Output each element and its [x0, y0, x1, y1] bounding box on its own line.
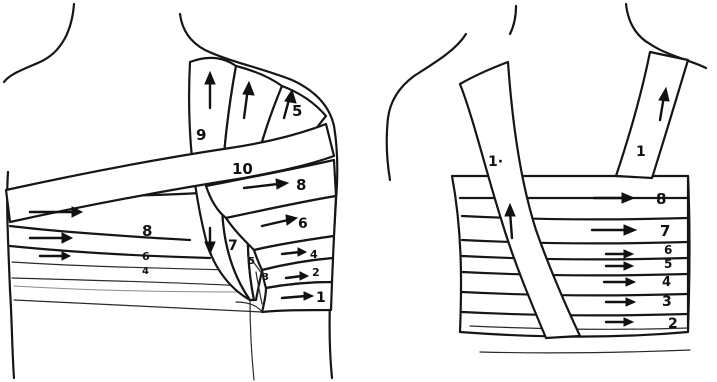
- neck-outline-left: [4, 4, 74, 82]
- chest-band-line-5: [12, 278, 246, 286]
- front-label-8-right: 8: [296, 176, 306, 194]
- back-label-6: 6: [664, 243, 672, 257]
- back-label-5: 5: [664, 257, 672, 271]
- front-view-figure: 9 10 5 8 8 6 6 4 7 4 5 2 3 1: [4, 4, 337, 380]
- lower-chest-line: [14, 300, 262, 312]
- front-label-3: 3: [262, 272, 269, 283]
- chest-band-line-4: [12, 262, 230, 270]
- back-view-figure: 1 1· 8 7 6 5 4 3 2: [387, 4, 706, 353]
- front-label-2: 2: [312, 266, 320, 279]
- front-label-4: 4: [310, 248, 318, 261]
- back-label-7: 7: [660, 222, 670, 240]
- back-label-4: 4: [662, 275, 671, 290]
- back-label-8: 8: [656, 190, 666, 208]
- back-label-1-diagonal: 1·: [488, 154, 503, 170]
- chest-band-line-6: [14, 286, 240, 292]
- front-label-1: 1: [316, 290, 326, 306]
- back-label-2: 2: [668, 316, 678, 332]
- back-label-3: 3: [662, 294, 672, 310]
- front-label-5-top: 5: [292, 102, 302, 120]
- back-label-1-strap: 1: [636, 144, 646, 160]
- front-label-10: 10: [232, 160, 253, 178]
- front-label-6-left: 6: [142, 250, 150, 263]
- shoulder-strap-right: [616, 52, 688, 178]
- front-label-7: 7: [228, 238, 238, 254]
- front-label-8-left: 8: [142, 222, 152, 240]
- front-label-6-right: 6: [298, 216, 308, 232]
- front-label-5: 5: [248, 256, 255, 267]
- back-lower-curve: [480, 350, 690, 353]
- front-label-4-left: 4: [142, 266, 149, 277]
- back-neck-left: [387, 34, 466, 180]
- back-neck-right: [510, 6, 516, 34]
- front-label-9: 9: [196, 126, 206, 144]
